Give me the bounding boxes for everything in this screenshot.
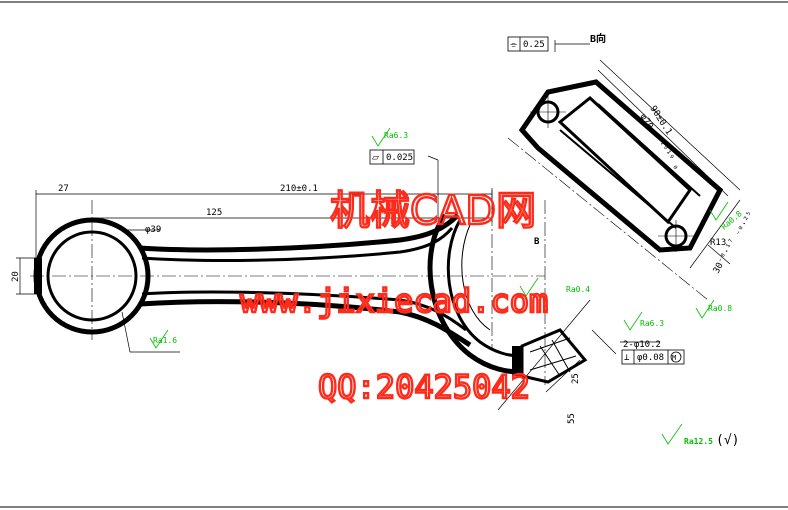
watermark-line-2: www.jixiecad.com — [240, 282, 548, 320]
dim-20: 20 — [11, 271, 21, 282]
roughness-note: (√) — [716, 433, 739, 448]
watermark: 机械CAD网 www.jixiecad.com QQ:20425042 — [239, 187, 550, 407]
roughness-general: Ra12.5 — [684, 437, 713, 446]
roughness-6: Ra6.3 — [640, 319, 664, 328]
watermark-line-1: 机械CAD网 — [330, 188, 536, 234]
dim-125: 125 — [206, 208, 222, 218]
roughness-2: Ra1.6 — [153, 336, 177, 345]
dim-holes: 2-φ10.2 — [623, 340, 661, 350]
view-label: B向 — [590, 32, 606, 45]
gdt-value-3: φ0.08 — [637, 353, 664, 363]
gdt-symbol-1: ⌯ — [510, 40, 518, 50]
gdt-modifier: M — [672, 354, 676, 362]
dimension-lines — [16, 40, 741, 411]
dim-55: 55 — [567, 413, 577, 424]
roughness-5: Ra0.4 — [566, 285, 590, 294]
section-mark: B — [534, 237, 540, 247]
dim-25: 25 — [571, 373, 581, 384]
dim-210: 210±0.1 — [280, 184, 318, 194]
dim-d39: φ39 — [145, 225, 161, 235]
gdt-symbol-3: ⊥ — [624, 353, 630, 363]
roughness-4: Ra0.8 — [708, 304, 732, 313]
roughness-1: Ra6.3 — [384, 131, 408, 140]
big-end-inner — [446, 219, 521, 358]
big-end-outer — [427, 213, 521, 375]
centerlines — [30, 137, 709, 385]
cap-view — [518, 79, 724, 253]
dim-27: 27 — [58, 184, 69, 194]
gdt-value-2: 0.025 — [386, 153, 413, 163]
connecting-rod — [33, 213, 588, 384]
watermark-line-3: QQ:20425042 — [318, 368, 530, 406]
gdt-value-1: 0.25 — [523, 40, 545, 50]
gdt-frame-3: ⊥ φ0.08 M — [621, 349, 685, 365]
gdt-frame-1: ⌯ 0.25 — [507, 36, 549, 52]
roughness-marks — [149, 127, 729, 445]
dim-r13: R13 — [710, 238, 726, 248]
gdt-symbol-2: ⏥ — [372, 153, 379, 163]
gdt-frame-2: ⏥ 0.025 — [369, 149, 415, 165]
small-end-bore — [46, 230, 138, 322]
